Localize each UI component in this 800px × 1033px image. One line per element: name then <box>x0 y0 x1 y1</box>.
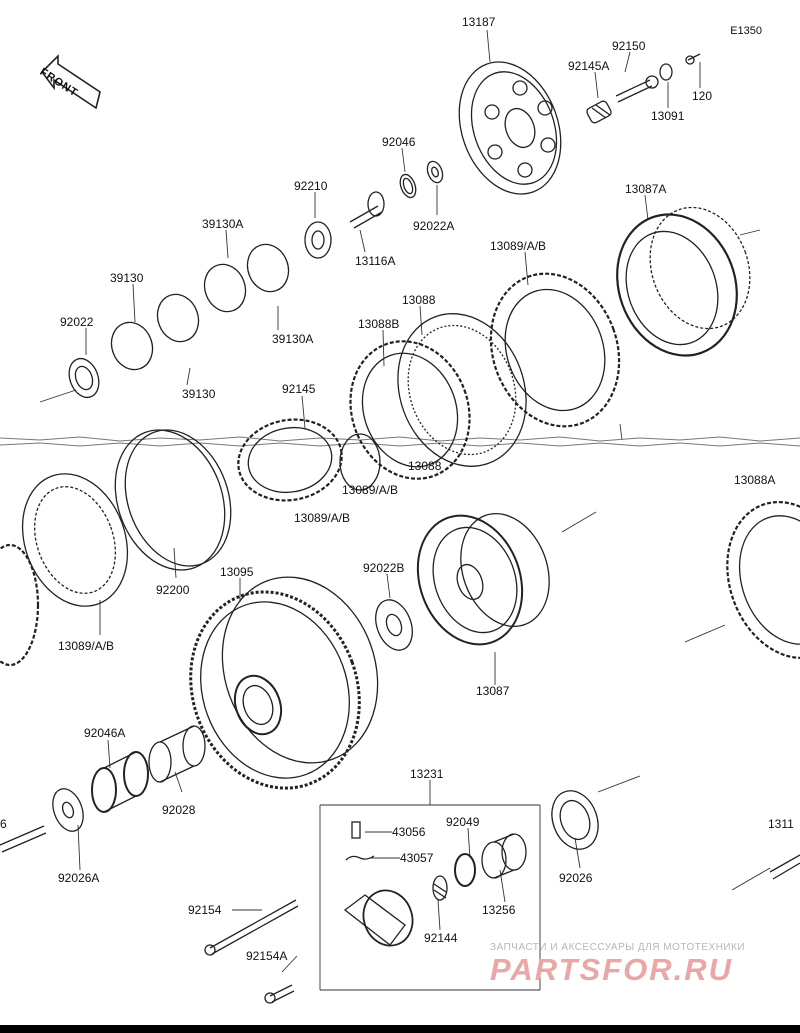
label-92049: 92049 <box>446 815 480 829</box>
label-39130-top: 39130 <box>110 271 144 285</box>
label-13088-top: 13088 <box>402 293 436 307</box>
label-92154: 92154 <box>188 903 222 917</box>
label-92022a: 92022A <box>413 219 455 233</box>
label-92026: 92026 <box>559 871 593 885</box>
label-13089ab-top: 13089/A/B <box>490 239 547 253</box>
clutch-plates-middle <box>237 418 381 502</box>
washer-92026a <box>52 788 84 832</box>
spring-plates-39130 <box>110 243 290 371</box>
label-13087: 13087 <box>476 684 510 698</box>
diagram-code: E1350 <box>730 25 762 37</box>
label-13087a: 13087A <box>625 182 667 196</box>
label-92145a: 92145A <box>568 59 610 73</box>
label-13091: 13091 <box>651 109 685 123</box>
label-92026a: 92026A <box>58 871 100 885</box>
pressure-plate-13187 <box>458 61 562 195</box>
label-13088-mid: 13088 <box>408 459 442 473</box>
bolts-92154 <box>204 899 299 1004</box>
label-92200: 92200 <box>156 583 190 597</box>
steel-plate-13089-left <box>0 473 129 667</box>
label-13089ab-left: 13089/A/B <box>58 639 115 653</box>
label-92046: 92046 <box>382 135 416 149</box>
label-13187: 13187 <box>462 15 496 29</box>
watermark-tagline: ЗАПЧАСТИ И АКСЕССУАРЫ ДЛЯ МОТОТЕХНИКИ <box>490 942 746 953</box>
label-92150: 92150 <box>612 39 646 53</box>
shaft-right <box>769 854 800 880</box>
label-13088b: 13088B <box>358 317 400 331</box>
piston-13256 <box>481 833 527 879</box>
seal-92049 <box>454 853 476 887</box>
label-39130-bottom: 39130 <box>182 387 216 401</box>
clutch-hub-13087a <box>616 206 751 357</box>
label-13089ab-mid: 13089/A/B <box>342 483 399 497</box>
washer-92022b <box>375 599 413 651</box>
watermark-logo: PARTSFOR.RU <box>490 952 734 987</box>
label-left-cut: 6 <box>0 817 7 831</box>
bottom-border <box>0 1025 800 1033</box>
label-92022: 92022 <box>60 315 94 329</box>
label-13088a: 13088A <box>734 473 776 487</box>
label-92144: 92144 <box>424 931 458 945</box>
nut-92210 <box>304 221 332 259</box>
label-120: 120 <box>692 89 713 103</box>
label-right-cut: 1311 <box>768 817 794 831</box>
label-92028: 92028 <box>162 803 196 817</box>
needle-bearing-92046a <box>91 751 149 813</box>
page-tear-line <box>0 436 800 447</box>
shaft-left <box>0 825 47 853</box>
clutch-hub-13087 <box>416 512 550 646</box>
washer-92022a <box>426 160 444 184</box>
label-39130a-bottom: 39130A <box>272 332 314 346</box>
label-92046a: 92046A <box>84 726 126 740</box>
pushrod-13116a <box>349 191 385 229</box>
label-92154a: 92154A <box>246 949 288 963</box>
front-arrow-icon <box>40 54 101 110</box>
washer-92022 <box>68 357 100 399</box>
label-13089ab-low: 13089/A/B <box>294 511 351 525</box>
clutch-housing-13095 <box>189 576 379 790</box>
friction-plate-13088a <box>726 500 800 660</box>
gasket-92026 <box>551 790 599 850</box>
label-13095: 13095 <box>220 565 254 579</box>
label-13256: 13256 <box>482 903 516 917</box>
label-92022b: 92022B <box>363 561 405 575</box>
wire-ring-92200 <box>114 429 232 571</box>
clutch-plates-upper <box>349 272 621 480</box>
label-39130a-top: 39130A <box>202 217 244 231</box>
sleeve-92028 <box>148 725 206 783</box>
label-92210: 92210 <box>294 179 328 193</box>
spring-92144 <box>432 875 448 901</box>
slave-cylinder-13231 <box>343 821 414 947</box>
label-13231: 13231 <box>410 767 444 781</box>
label-43056: 43056 <box>392 825 426 839</box>
label-43057: 43057 <box>400 851 434 865</box>
bearing-92046 <box>399 173 417 199</box>
label-13116a: 13116A <box>355 254 396 268</box>
label-92145: 92145 <box>282 382 316 396</box>
spring-bolt-assembly <box>586 53 701 124</box>
